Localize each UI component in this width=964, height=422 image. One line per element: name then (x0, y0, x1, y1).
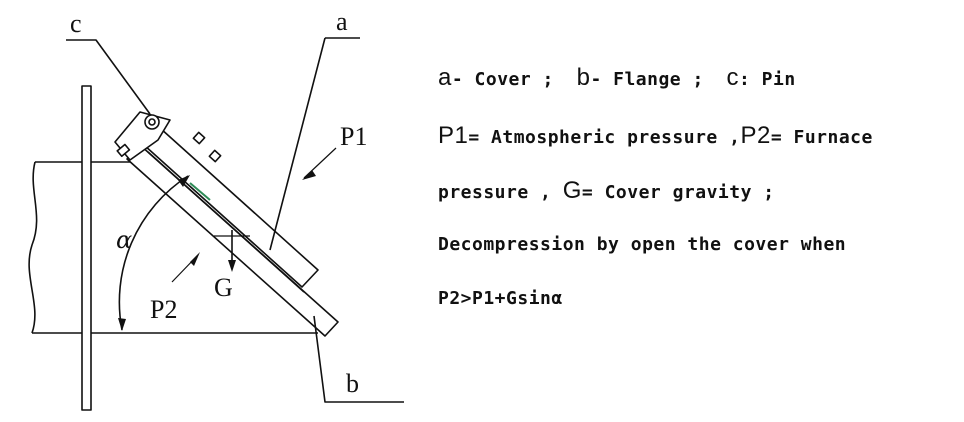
cover-inner-line (147, 151, 305, 293)
angle-arrow-head-bottom (118, 318, 126, 331)
label-b: b (346, 369, 359, 398)
legend-g-desc: = Cover gravity ; (581, 182, 775, 203)
legend-b-desc: - Flange ; (590, 69, 727, 90)
pin-circle-outer (144, 114, 160, 130)
angle-arrow-head-top (178, 175, 190, 187)
p1-arrow-shaft (303, 147, 337, 179)
leader-c (66, 39, 151, 115)
legend-p1-key: P1 (438, 122, 469, 149)
legend-c-key: c (726, 64, 739, 91)
label-p1: P1 (340, 122, 367, 151)
legend-b-key: b (576, 64, 591, 91)
legend-p1-desc: = Atmospheric pressure , (468, 127, 741, 148)
hinge-tab-right (208, 149, 222, 163)
label-c: c (70, 9, 82, 38)
legend-line-5: P2>P1+Gsinα (438, 288, 563, 309)
pin-circle-inner (148, 118, 156, 126)
hinge-tab-top (192, 131, 206, 145)
duct-break-line (28, 161, 38, 334)
legend-a-desc: - Cover ; (451, 69, 577, 90)
legend-g-key: G (562, 177, 582, 204)
leader-a-diag (269, 37, 326, 251)
hinge-tab-left (116, 143, 131, 158)
gravity-arrow-head (228, 260, 236, 272)
leader-b (313, 315, 404, 403)
label-g: G (214, 273, 233, 302)
legend-a-key: a (438, 64, 452, 91)
legend-line-2: P1= Atmospheric pressure ,P2= Furnace (438, 122, 873, 150)
legend-p2-key: P2 (740, 122, 771, 149)
p2-arrow-head (190, 252, 200, 266)
legend-line-3: pressure , G= Cover gravity ; (438, 177, 775, 205)
legend-p2-desc-cont: pressure , (438, 182, 563, 203)
legend-line-4: Decompression by open the cover when (438, 234, 847, 255)
label-alpha: α (116, 226, 132, 254)
angle-arc (118, 175, 189, 331)
label-p2: P2 (150, 295, 177, 324)
vertical-post (81, 85, 92, 411)
legend-c-desc: : Pin (738, 69, 796, 90)
legend-p2-desc: = Furnace (770, 127, 873, 148)
label-a: a (336, 7, 348, 36)
green-highlight (189, 182, 211, 201)
legend-line-1: a- Cover ; b- Flange ; c: Pin (438, 64, 796, 92)
p2-arrow-shaft (171, 254, 199, 283)
p1-arrow-head (302, 170, 316, 180)
